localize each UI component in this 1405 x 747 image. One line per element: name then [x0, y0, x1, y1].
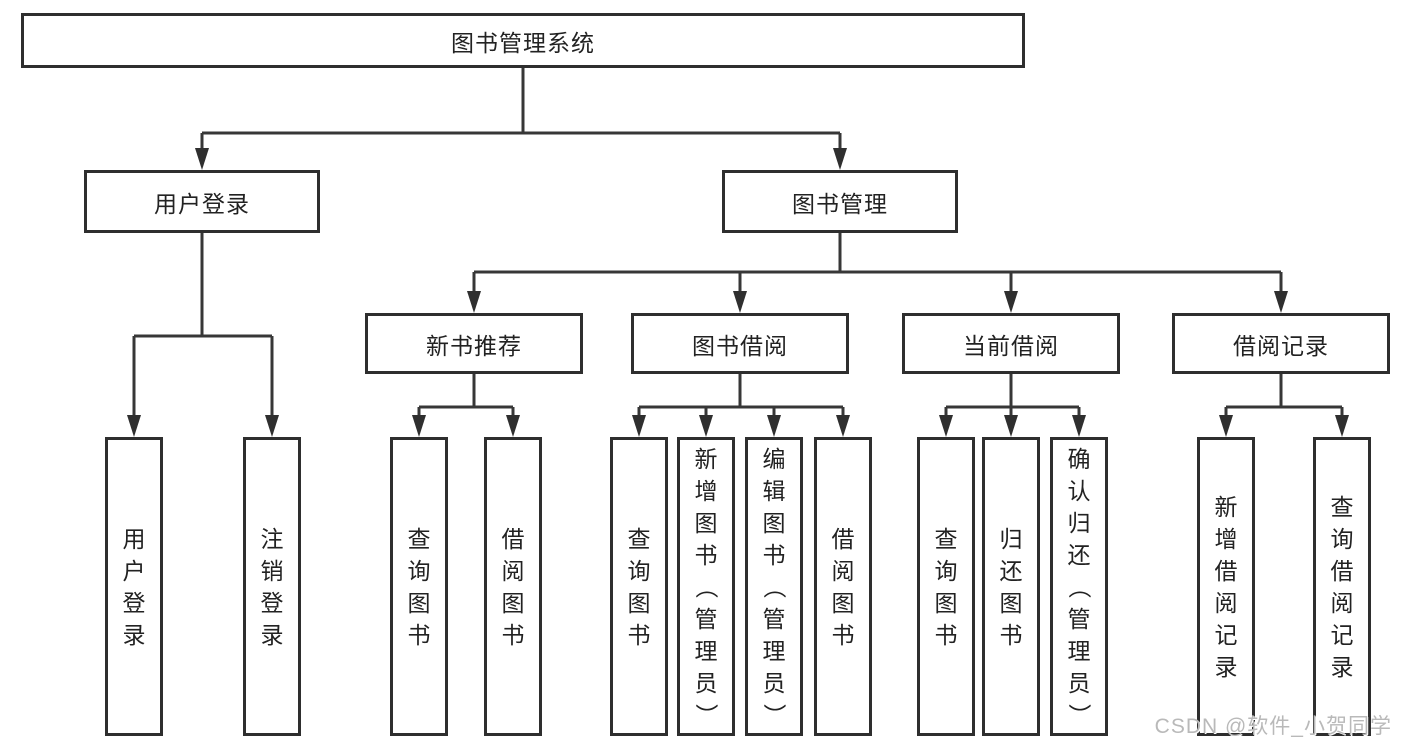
node-query-books-newbook: 查询图书 — [390, 437, 448, 736]
edge-new-book-to-leaves — [412, 374, 520, 437]
node-edit-books-admin: 编辑图书（管理员） — [745, 437, 803, 736]
node-borrow-books-borrow: 借阅图书 — [814, 437, 872, 736]
edge-current-borrow-to-leaves — [939, 374, 1086, 437]
node-query-books-borrow: 查询图书 — [610, 437, 668, 736]
node-user-login: 用户登录 — [84, 170, 320, 233]
node-logout-operation: 注销登录 — [243, 437, 301, 736]
node-borrow-books-newbook: 借阅图书 — [484, 437, 542, 736]
node-book-management: 图书管理 — [722, 170, 958, 233]
node-new-book-recommend: 新书推荐 — [365, 313, 583, 374]
edge-root-to-level2 — [195, 68, 847, 170]
node-library-management-system: 图书管理系统 — [21, 13, 1025, 68]
edge-book-borrow-to-leaves — [632, 374, 850, 437]
node-query-borrow-record: 查询借阅记录 — [1313, 437, 1371, 736]
csdn-watermark: CSDN @软件_小贺同学 — [1154, 715, 1392, 738]
node-user-login-operation: 用户登录 — [105, 437, 163, 736]
edge-user-login-to-leaves — [127, 233, 279, 437]
node-confirm-return-admin: 确认归还（管理员） — [1050, 437, 1108, 736]
edge-borrow-records-to-leaves — [1219, 374, 1349, 437]
node-current-borrowing: 当前借阅 — [902, 313, 1120, 374]
node-query-books-current: 查询图书 — [917, 437, 975, 736]
node-add-books-admin: 新增图书（管理员） — [677, 437, 735, 736]
node-add-borrow-record: 新增借阅记录 — [1197, 437, 1255, 736]
node-borrowing-records: 借阅记录 — [1172, 313, 1390, 374]
edge-book-mgmt-to-level3 — [467, 233, 1288, 313]
node-book-borrowing: 图书借阅 — [631, 313, 849, 374]
node-return-books: 归还图书 — [982, 437, 1040, 736]
